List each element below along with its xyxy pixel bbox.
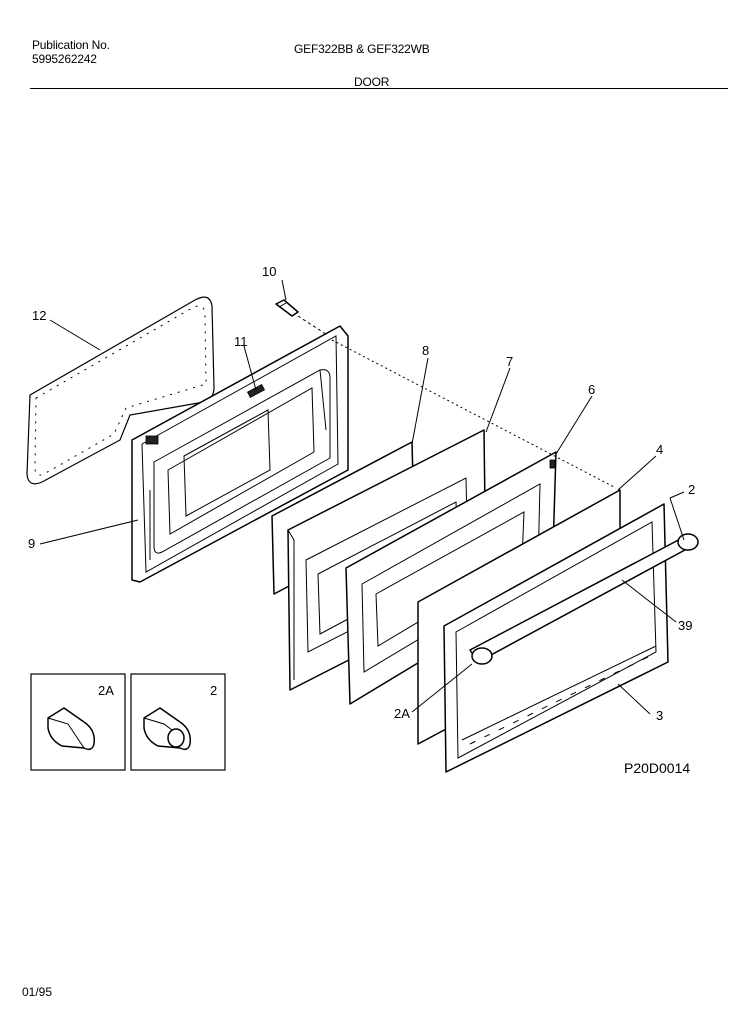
callout-12: 12	[32, 308, 46, 323]
part-9-door-liner	[131, 325, 349, 583]
part-3-outer-door	[443, 503, 669, 773]
callout-4: 4	[656, 442, 663, 457]
inset-2: 2	[130, 673, 226, 771]
callout-3: 3	[656, 708, 663, 723]
callout-7: 7	[506, 354, 513, 369]
header-rule	[30, 88, 728, 89]
publication-number: 5995262242	[32, 52, 97, 66]
callout-2A: 2A	[394, 706, 410, 721]
callout-9: 9	[28, 536, 35, 551]
callout-6: 6	[588, 382, 595, 397]
part-10-screw	[275, 299, 339, 343]
callout-11: 11	[234, 334, 248, 349]
inset-2-label: 2	[210, 683, 217, 698]
callout-10: 10	[262, 264, 276, 279]
print-date: 01/95	[22, 985, 53, 999]
inset-2A: 2A	[30, 673, 126, 771]
callout-8: 8	[422, 343, 429, 358]
inset-2A-label: 2A	[98, 683, 114, 698]
part-39-handle	[469, 533, 699, 665]
model-numbers: GEF322BB & GEF322WB	[294, 42, 430, 56]
callout-39: 39	[678, 618, 692, 633]
publication-label: Publication No.	[32, 38, 110, 52]
section-title: DOOR	[354, 75, 390, 89]
leader-lines	[39, 279, 685, 715]
callout-2: 2	[688, 482, 695, 497]
diagram-code: P20D0014	[624, 760, 691, 776]
